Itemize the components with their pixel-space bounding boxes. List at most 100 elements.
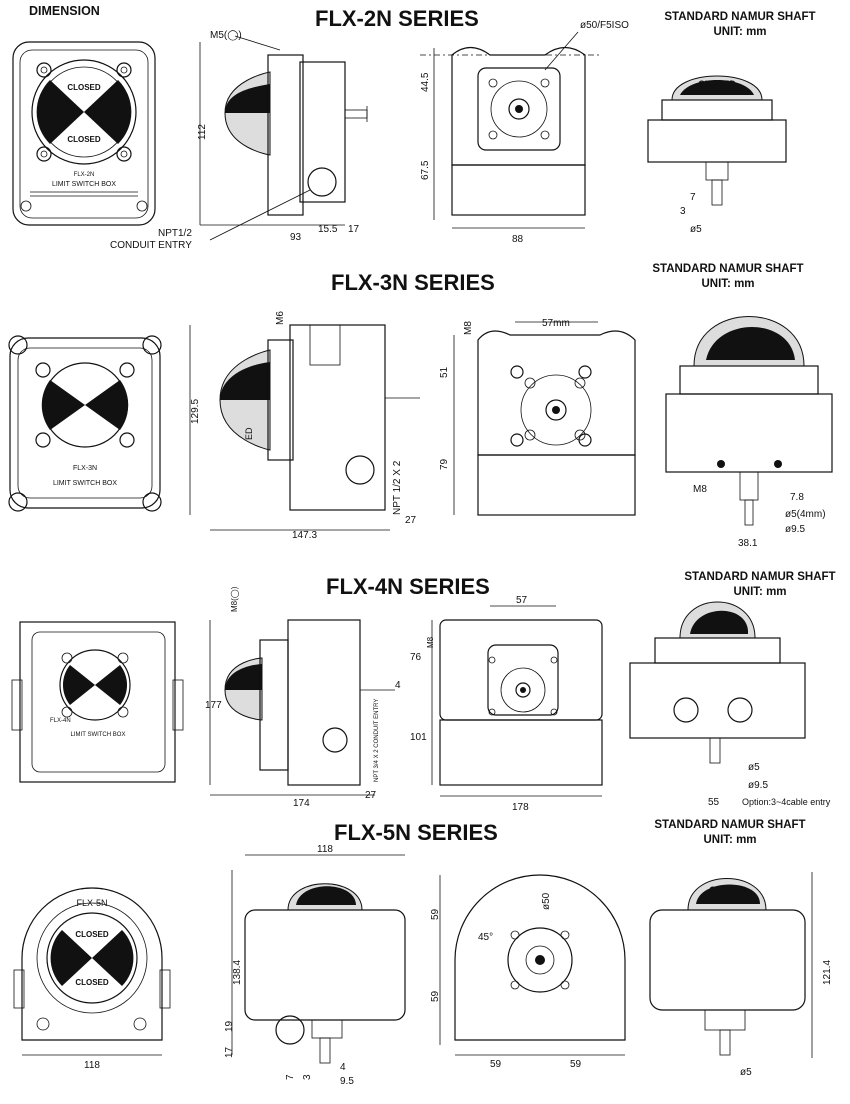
indicator-text: CLOSED — [75, 930, 109, 939]
option-note: Option:3~4cable entry — [742, 797, 831, 807]
flx5n-side-view: 118 138.4 19 17 7 3 4 9.5 — [224, 844, 406, 1087]
width-dim: 178 — [512, 802, 529, 813]
ed-mark: ED — [244, 427, 254, 440]
height-dim-2: 101 — [410, 732, 427, 743]
indicator-text: CLOSED — [67, 135, 101, 144]
height-dim: 177 — [205, 700, 222, 711]
dia-9-5: ø9.5 — [748, 780, 768, 791]
flx5n-shaft-view: CLOSED 121.4 ø5 — [649, 872, 833, 1078]
width-dim: 118 — [317, 844, 333, 855]
width-dim: 118 — [84, 1060, 100, 1071]
conduit-label: CONDUIT ENTRY — [110, 240, 192, 251]
dim-17: 17 — [224, 1046, 235, 1058]
flx3n-front-view: FLX-3N LIMIT SWITCH BOX — [8, 335, 162, 512]
model-text: FLX-4N — [50, 718, 71, 724]
dim-27: 27 — [405, 515, 417, 526]
shaft-label-text: STANDARD NAMUR SHAFT — [654, 819, 806, 831]
cl-mark: CL — [244, 366, 254, 378]
dia-5: ø5 — [748, 762, 760, 773]
model-text: FLX-5N — [76, 898, 107, 908]
dim-9-5: 9.5 — [340, 1076, 354, 1087]
dim-55: 55 — [708, 797, 720, 808]
dim-7-8: 7.8 — [790, 492, 804, 503]
screw-label: M8 — [463, 321, 474, 335]
height-dim: 112 — [197, 124, 208, 140]
shaft-label-text: STANDARD NAMUR SHAFT — [664, 11, 816, 23]
conduit-label: NPT 1/2 X 2 — [392, 460, 403, 515]
top-width-dim: 57mm — [542, 318, 570, 329]
flx4n-front-view: FLX-4N LIMIT SWITCH BOX — [11, 621, 184, 783]
height-dim-1: 51 — [439, 366, 450, 378]
plate-text: LIMIT SWITCH BOX — [53, 480, 117, 487]
height-dim-2: 67.5 — [420, 160, 431, 180]
shaft-label-text: STANDARD NAMUR SHAFT — [684, 571, 836, 583]
screw-label: M8(◯) — [230, 586, 239, 612]
screw-label: M8 — [693, 484, 707, 495]
dia-5: ø5 — [740, 1067, 752, 1078]
flx3n-rear-view: 57mm M8 51 79 — [439, 318, 636, 516]
height-dim-2: 59 — [430, 990, 441, 1002]
flx2n-shaft-view: CLOSED 7 3 ø5 — [647, 75, 787, 235]
flx4n-shaft-view: ø5 ø9.5 55 Option:3~4cable entry — [629, 601, 831, 808]
width-dim: 93 — [290, 232, 302, 243]
dim-27: 27 — [365, 790, 377, 801]
dim-4: 4 — [395, 680, 401, 691]
flx5n-rear-view: 45° ø50 59 59 59 59 — [430, 874, 626, 1070]
shaft-label-text: STANDARD NAMUR SHAFT — [652, 263, 804, 275]
dome-text: CLOSED — [698, 79, 736, 89]
height-dim-1: 59 — [430, 908, 441, 920]
conduit-label: NPT1/2 — [158, 228, 192, 239]
height-dim-1: 76 — [410, 652, 422, 663]
unit-label-text: UNIT: mm — [701, 278, 755, 290]
indicator-segment — [84, 80, 132, 144]
iso-label: ø50 — [541, 892, 552, 910]
dim-7: 7 — [285, 1074, 296, 1080]
dim-19: 19 — [224, 1020, 235, 1032]
indicator-segment — [36, 80, 84, 144]
dim-7: 7 — [690, 192, 696, 203]
conduit-label: NPT 3/4 X 2 CONDUIT ENTRY — [374, 699, 380, 782]
model-text: FLX-2N — [74, 172, 95, 178]
unit-label-text: UNIT: mm — [733, 586, 787, 598]
dim-3: 3 — [680, 206, 686, 217]
unit-label-text: UNIT: mm — [703, 834, 757, 846]
shaft-label-flx3n: STANDARD NAMUR SHAFT UNIT: mm — [628, 262, 828, 292]
width-dim: 88 — [512, 234, 524, 245]
flx2n-rear-view: ø50/F5ISO 44.5 67.5 88 — [420, 20, 629, 245]
series-title-flx4n: FLX-4N SERIES — [326, 574, 490, 599]
model-text: FLX-3N — [73, 465, 97, 472]
indicator-text: CLOSED — [75, 978, 109, 987]
flx5n-front-view: CLOSED CLOSED FLX-5N 118 — [13, 887, 171, 1071]
dim-17: 17 — [348, 224, 360, 235]
series-title-flx2n: FLX-2N SERIES — [315, 6, 479, 31]
height-dim-1: 44.5 — [420, 72, 431, 92]
plate-text: LIMIT SWITCH BOX — [71, 732, 126, 738]
flx2n-front-view: CLOSED CLOSED FLX-2N LIMIT SWITCH BOX — [12, 41, 156, 226]
iso-label: ø50/F5ISO — [580, 20, 629, 31]
flx4n-side-view: M8(◯) 177 174 27 4 NPT 3/4 X 2 CONDUIT E… — [205, 586, 401, 809]
width-dim: 174 — [293, 798, 310, 809]
flx3n-side-view: CL ED M6 129.5 147.3 NPT 1/2 X 2 27 — [189, 311, 420, 541]
height-dim: 138.4 — [232, 960, 243, 985]
top-width-dim: 57 — [516, 595, 528, 606]
series-title-flx5n: FLX-5N SERIES — [334, 820, 498, 845]
shaft-label-flx5n: STANDARD NAMUR SHAFT UNIT: mm — [630, 818, 830, 848]
screw-label: M5(◯) — [210, 30, 242, 41]
height-dim: 121.4 — [822, 960, 833, 985]
dia-9-5: ø9.5 — [785, 524, 805, 535]
shaft-label-flx2n: STANDARD NAMUR SHAFT UNIT: mm — [655, 10, 825, 40]
screw-label: M6 — [275, 311, 286, 325]
dome-text: CLOSED — [709, 885, 747, 895]
dimension-label: DIMENSION — [29, 4, 100, 18]
flx2n-side-view: M5(◯) 112 NPT1/2 CONDUIT ENTRY 93 15.5 1… — [110, 30, 368, 251]
dim-15-5: 15.5 — [318, 224, 338, 235]
dim-4: 4 — [340, 1062, 346, 1073]
height-dim: 129.5 — [190, 399, 201, 424]
dim-3: 3 — [302, 1074, 313, 1080]
screw-label: M8 — [426, 636, 435, 648]
indicator-text: CLOSED — [67, 83, 101, 92]
height-dim-2: 79 — [439, 458, 450, 470]
width-dim: 147.3 — [292, 530, 317, 541]
angle-label: 45° — [478, 932, 493, 943]
